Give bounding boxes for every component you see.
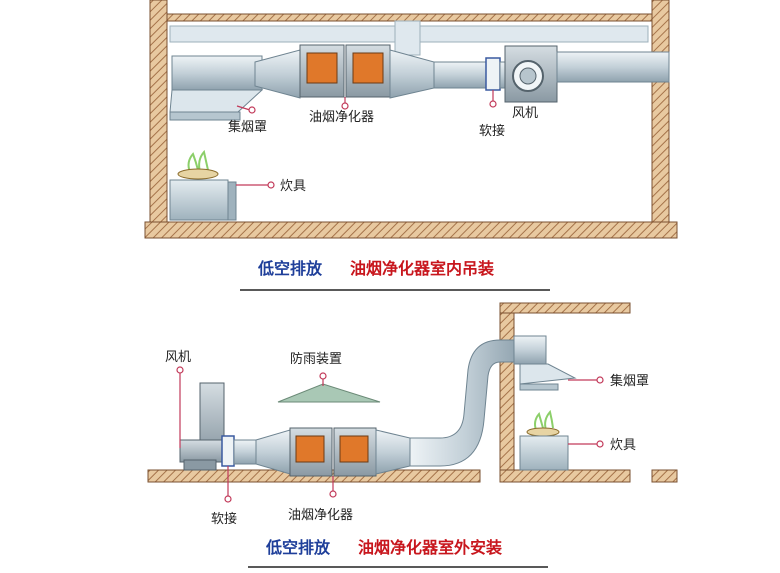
top-ceiling [166, 13, 653, 22]
top-hood [169, 89, 264, 113]
bottom-label-soft-joint: 软接 [211, 511, 237, 527]
bottom-purifier-window-1 [295, 435, 325, 463]
bottom-caption: 低空排放 油烟净化器室外安装 [248, 538, 548, 568]
bottom-stove-body [519, 435, 569, 471]
top-soft-joint [485, 57, 501, 91]
top-stove [169, 149, 237, 221]
bottom-riser-duct [409, 339, 521, 467]
top-label-fan: 风机 [512, 106, 538, 121]
top-caption-part2: 油烟净化器室内吊装 [350, 259, 494, 278]
bottom-label-purifier: 油烟净化器 [288, 508, 353, 523]
bottom-building-floor [499, 469, 631, 483]
bottom-purifier-window-2 [339, 435, 369, 463]
top-room [144, 0, 678, 239]
top-mid-duct [433, 61, 487, 89]
top-right-wall [651, 0, 670, 231]
bottom-hood [519, 363, 577, 385]
bottom-stove [519, 409, 569, 471]
top-reducer-left [254, 49, 301, 99]
top-reducer-right [389, 49, 435, 99]
top-stove-body [169, 179, 229, 221]
bottom-label-hood: 集烟罩 [610, 373, 649, 389]
top-caption: 低空排放 油烟净化器室内吊装 [240, 259, 550, 291]
bottom-rain-guard [277, 383, 381, 403]
top-label-hood: 集烟罩 [228, 119, 267, 135]
top-labels: 集烟罩 油烟净化器 软接 风机 炊具 [228, 90, 538, 194]
bottom-fan-body [179, 439, 223, 463]
top-purifier-window-2 [352, 52, 384, 84]
top-label-purifier: 油烟净化器 [309, 110, 374, 125]
top-hood-duct [171, 55, 263, 91]
bottom-wall-duct [513, 335, 547, 365]
bottom-label-rain-guard: 防雨装置 [290, 351, 342, 367]
bottom-caption-part2: 油烟净化器室外安装 [358, 538, 502, 557]
top-caption-part1: 低空排放 [257, 259, 323, 278]
top-label-soft-joint: 软接 [479, 123, 505, 139]
top-label-stove: 炊具 [280, 179, 306, 194]
bottom-label-fan: 风机 [165, 350, 191, 365]
bottom-soft-joint [221, 435, 235, 467]
bottom-labels: 风机 防雨装置 集烟罩 炊具 软接 油烟净化器 [165, 350, 649, 527]
top-purifier-window-1 [306, 52, 338, 84]
bottom-building-roof [499, 302, 631, 314]
top-hanger [394, 20, 421, 56]
bottom-building-wall [499, 309, 515, 483]
top-exhaust-duct [556, 51, 670, 83]
top-duct-system [169, 44, 670, 121]
bottom-label-stove: 炊具 [610, 438, 636, 453]
top-left-wall [149, 0, 168, 231]
top-floor [144, 221, 678, 239]
bottom-caption-part1: 低空排放 [265, 538, 331, 557]
bottom-duct-system [179, 335, 577, 477]
